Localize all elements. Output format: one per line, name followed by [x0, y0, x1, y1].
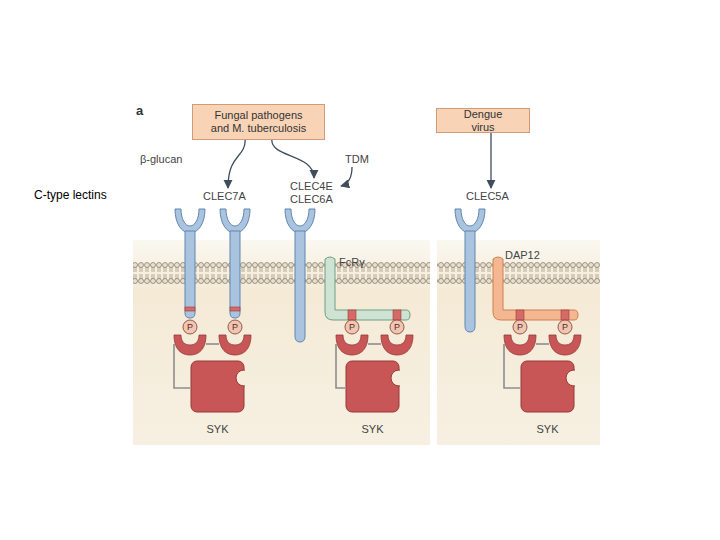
syk-body — [521, 361, 574, 412]
itam-mark — [561, 310, 569, 320]
node-text: Fungal pathogens and M. tuberculosis — [207, 109, 310, 135]
node-text: CLEC7A — [203, 190, 253, 203]
receptor-label-node: CLEC4E CLEC6A — [290, 180, 338, 208]
connector-arrow — [228, 140, 245, 188]
syk-notch — [236, 370, 245, 386]
syk-notch — [391, 370, 400, 386]
phosphate-label: P — [390, 322, 404, 332]
phosphate-circle — [228, 320, 242, 334]
chain-label: DAP12 — [505, 249, 540, 262]
chain-label: FcRγ — [339, 256, 365, 269]
syk-notch — [566, 370, 575, 386]
fcr-gamma-chain — [325, 257, 410, 320]
syk-kinase: SYK — [190, 360, 245, 436]
receptor-head — [285, 209, 315, 233]
pathogen-box: Dengue virus — [436, 108, 530, 133]
receptor-stalk — [295, 231, 305, 342]
node-text: SYK — [190, 423, 245, 436]
receptor-head — [175, 209, 205, 233]
phosphate-circle — [558, 320, 572, 334]
syk-kinase: SYK — [345, 360, 400, 436]
node-text: CLEC5A — [466, 190, 516, 203]
phosphate-label: P — [513, 322, 527, 332]
pathogen-box: Fungal pathogens and M. tuberculosis — [192, 104, 325, 140]
cytoplasm-panel — [133, 240, 430, 445]
syk-shape — [520, 360, 575, 414]
sh2-domain — [381, 335, 413, 355]
connector-arrow — [490, 133, 491, 188]
receptor-stalk — [465, 231, 475, 332]
node-text: CLEC4E CLEC6A — [290, 180, 338, 206]
phosphate-label: P — [345, 322, 359, 332]
syk-shape — [345, 360, 400, 414]
syk-shape — [190, 360, 245, 414]
phosphate-circle — [390, 320, 404, 334]
panel-letter: a — [136, 104, 143, 117]
sh2-domain — [174, 335, 206, 355]
sh2-domain — [219, 335, 251, 355]
linker-line — [368, 343, 381, 345]
edge-label: β-glucan — [140, 153, 182, 166]
node-text: SYK — [345, 423, 400, 436]
itam-mark — [348, 310, 356, 320]
linker-line — [536, 343, 549, 345]
cell-membrane — [437, 262, 600, 284]
sh2-domain — [549, 335, 581, 355]
dap12-chain — [493, 257, 578, 320]
itam-mark — [185, 307, 195, 311]
phosphate-circle — [513, 320, 527, 334]
sh2-domain — [504, 335, 536, 355]
tdm-arrow — [341, 167, 352, 186]
receptor-stalk — [185, 231, 195, 318]
node-text: SYK — [520, 423, 575, 436]
itam-mark — [516, 310, 524, 320]
receptor-label-node: CLEC5A — [466, 190, 516, 205]
syk-body — [346, 361, 399, 412]
syk-body — [191, 361, 244, 412]
linker-line — [206, 343, 219, 345]
phosphate-label: P — [558, 322, 572, 332]
phosphate-label: P — [228, 322, 242, 332]
receptor-head — [220, 209, 250, 233]
phosphate-circle — [345, 320, 359, 334]
phosphate-circle — [183, 320, 197, 334]
syk-kinase: SYK — [520, 360, 575, 436]
ligand-label: TDM — [345, 153, 369, 166]
sh2-domain — [336, 335, 368, 355]
phosphate-label: P — [183, 322, 197, 332]
side-label: C-type lectins — [34, 189, 107, 202]
receptor-head — [455, 209, 485, 233]
itam-mark — [230, 307, 240, 311]
receptor-label-node: CLEC7A — [203, 190, 253, 205]
cell-membrane — [133, 262, 430, 284]
itam-mark — [393, 310, 401, 320]
cytoplasm-panel — [437, 240, 600, 445]
node-text: Dengue virus — [451, 108, 515, 134]
connector-arrow — [272, 140, 314, 178]
receptor-stalk — [230, 231, 240, 318]
